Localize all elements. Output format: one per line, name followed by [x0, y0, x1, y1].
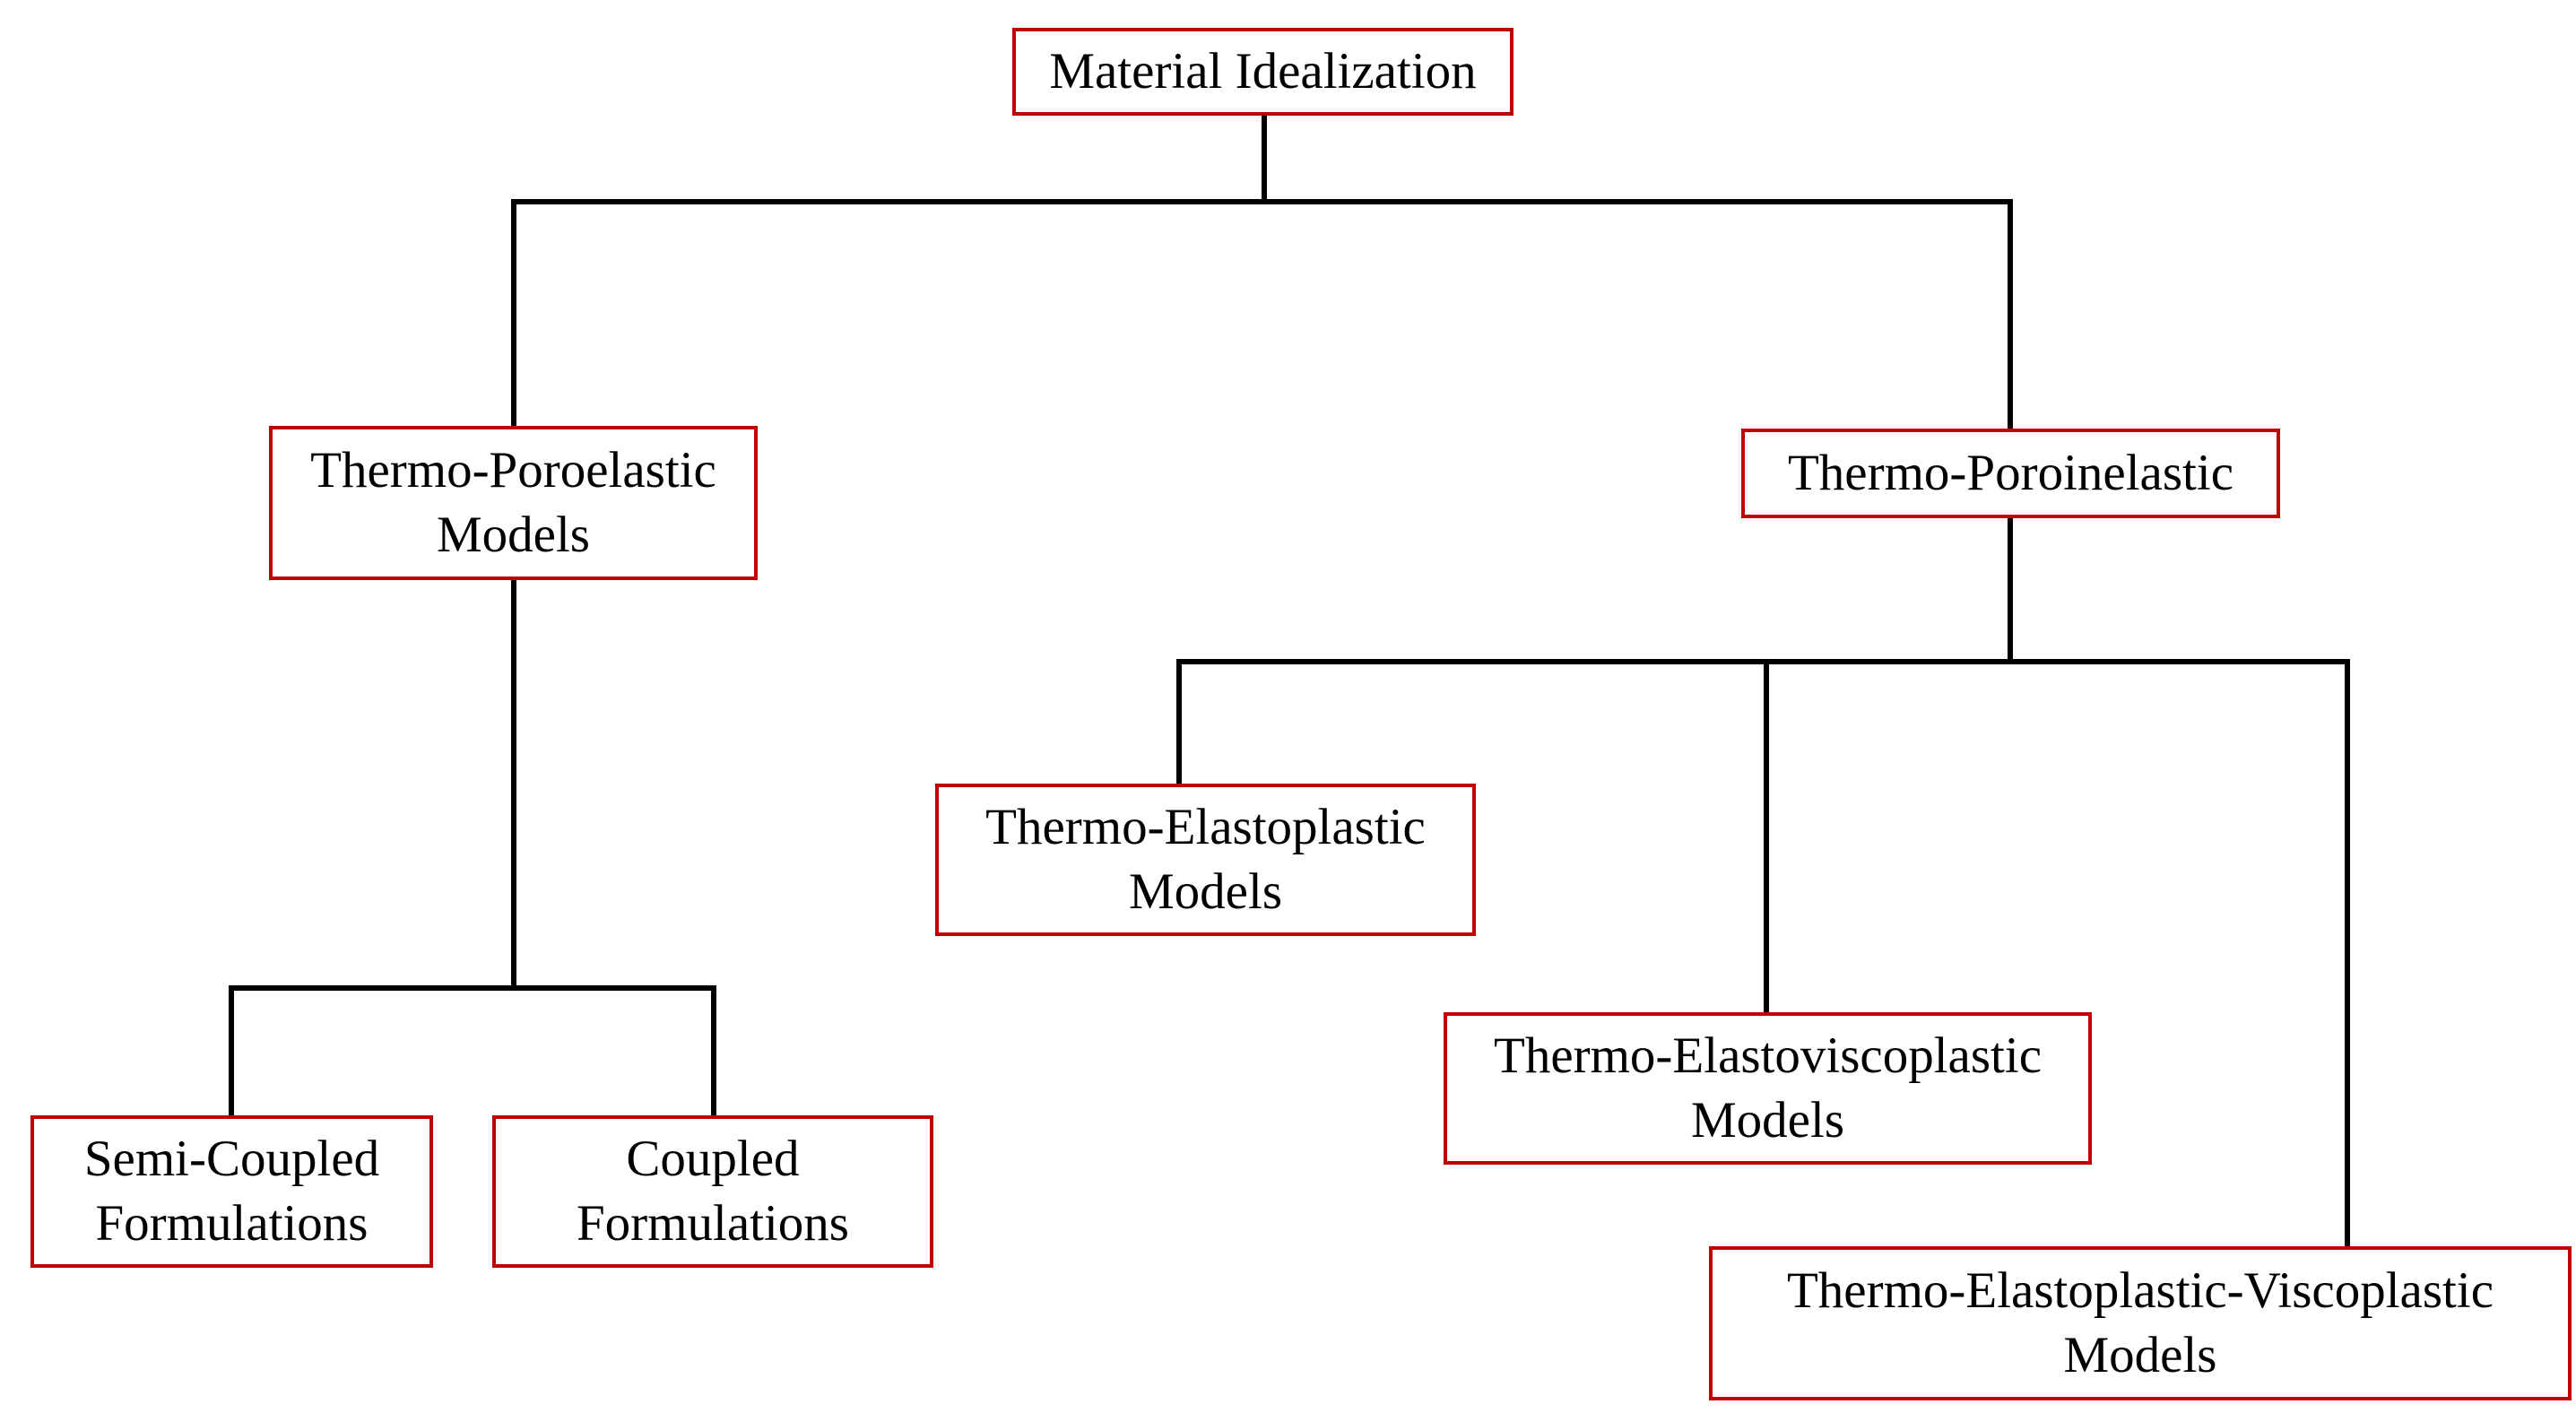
node-thermo-poroelastic-models: Thermo-Poroelastic Models [269, 426, 758, 580]
node-thermo-poroinelastic: Thermo-Poroinelastic [1741, 429, 2280, 518]
node-coupled-formulations: Coupled Formulations [492, 1115, 933, 1268]
node-semi-coupled-formulations: Semi-Coupled Formulations [30, 1115, 433, 1268]
node-thermo-elastoviscoplastic-models: Thermo-Elastoviscoplastic Models [1444, 1012, 2092, 1165]
node-thermo-elastoplastic-viscoplastic-models: Thermo-Elastoplastic-Viscoplastic Models [1709, 1246, 2572, 1400]
node-material-idealization: Material Idealization [1012, 28, 1514, 116]
node-thermo-elastoplastic-models: Thermo-Elastoplastic Models [935, 784, 1476, 936]
